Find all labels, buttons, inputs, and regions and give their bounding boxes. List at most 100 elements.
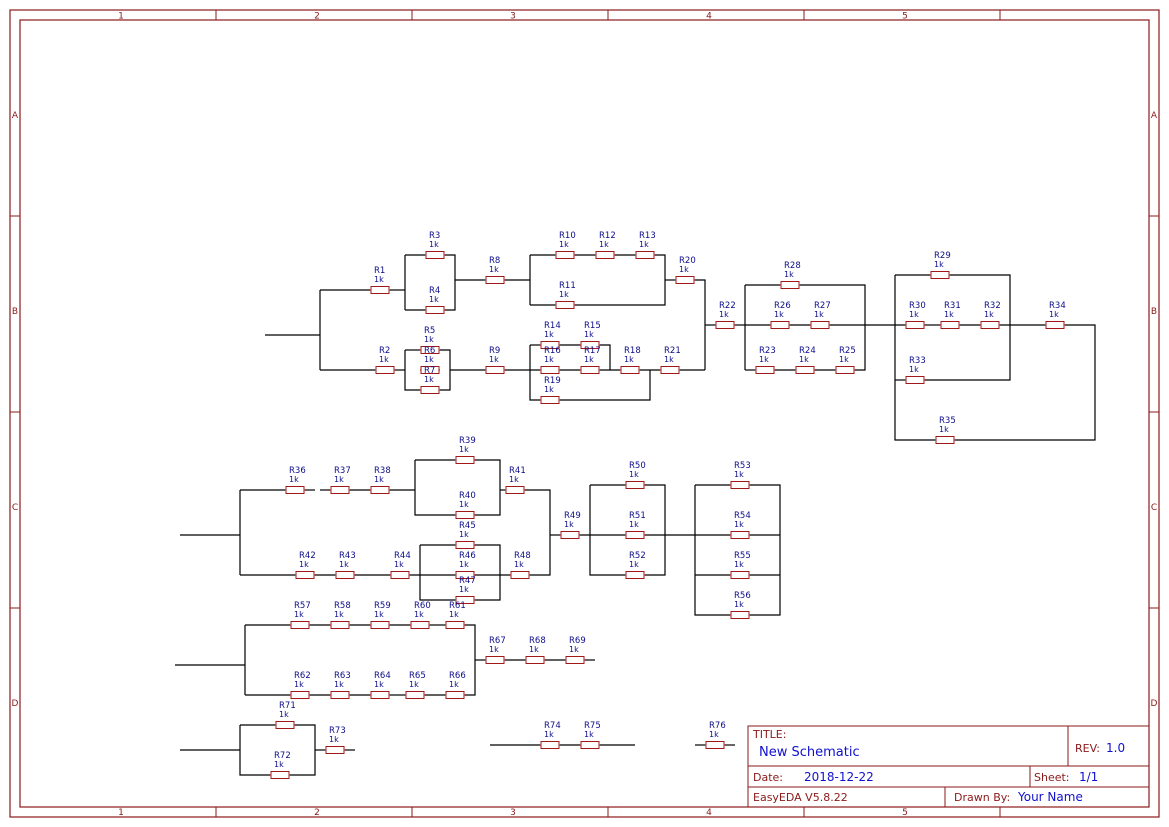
resistor-body <box>420 386 440 394</box>
resistor-body <box>540 741 560 749</box>
resistor-designator: R23 <box>759 346 776 356</box>
resistor-designator: R69 <box>569 636 586 646</box>
resistor-body <box>905 321 925 329</box>
resistor-body <box>370 286 390 294</box>
resistor-value: 1k <box>584 330 594 339</box>
resistor-body <box>940 321 960 329</box>
resistor-designator: R12 <box>599 231 616 241</box>
resistor-designator: R53 <box>734 461 751 471</box>
resistor-body <box>730 611 750 619</box>
sheet-label: Sheet: <box>1034 771 1070 784</box>
resistor-body <box>770 321 790 329</box>
resistor-value: 1k <box>424 355 434 364</box>
resistor-body <box>505 486 525 494</box>
resistor-value: 1k <box>629 560 639 569</box>
resistor-value: 1k <box>799 355 809 364</box>
resistor-designator: R62 <box>294 671 311 681</box>
resistor-value: 1k <box>274 760 284 769</box>
resistor-designator: R14 <box>544 321 561 331</box>
resistor-value: 1k <box>374 475 384 484</box>
resistor-value: 1k <box>459 530 469 539</box>
resistor-designator: R71 <box>279 701 296 711</box>
resistor-designator: R46 <box>459 551 476 561</box>
resistor-value: 1k <box>784 270 794 279</box>
